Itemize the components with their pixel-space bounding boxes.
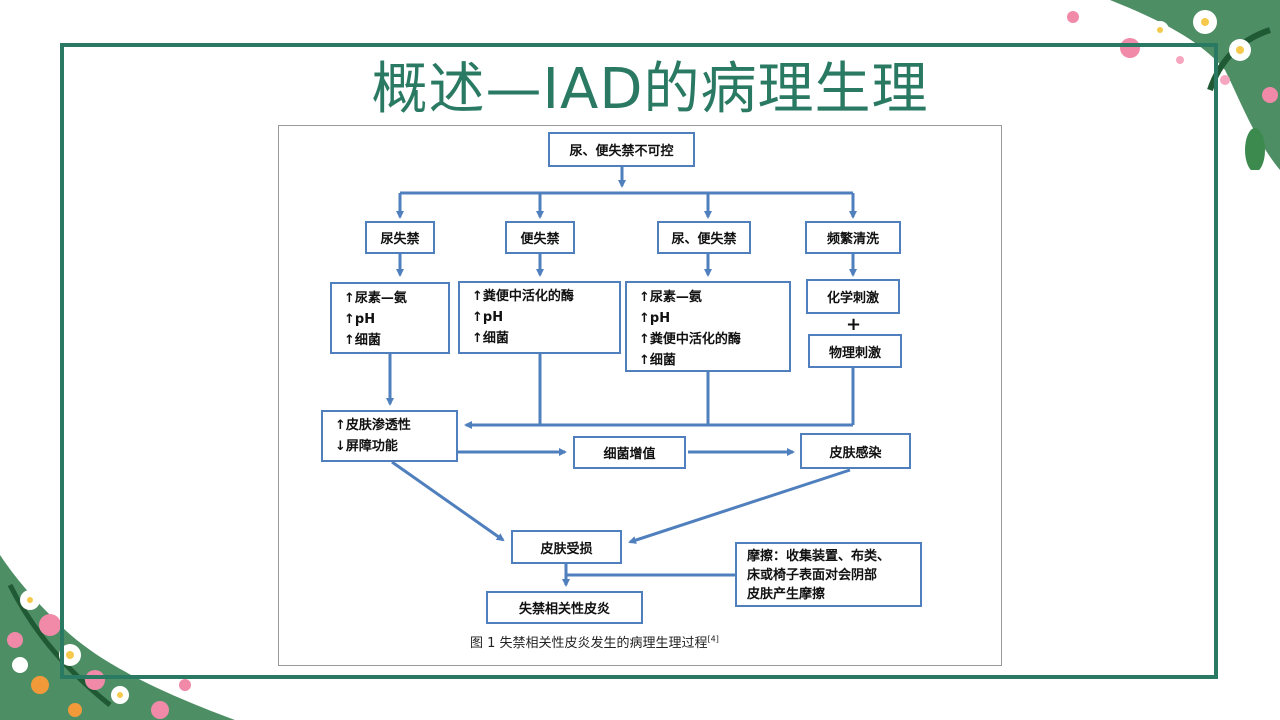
slide-title: 概述—IAD的病理生理: [371, 57, 929, 122]
iad-result-box: 失禁相关性皮炎: [486, 591, 643, 624]
figure-caption: 图 1 失禁相关性皮炎发生的病理生理过程[4]: [470, 632, 719, 651]
friction-line: 床或椅子表面对会阴部: [747, 568, 878, 583]
infection-label: 皮肤感染: [829, 445, 882, 461]
factor-item: ↑尿素—氨: [344, 291, 407, 306]
chemical-irritation-box: 化学刺激: [806, 279, 900, 314]
skin-infection-box: 皮肤感染: [800, 433, 911, 469]
skin-change-item: ↓屏障功能: [335, 439, 398, 454]
branch-box-both: 尿、便失禁: [657, 221, 751, 254]
bacteria-label: 细菌增值: [603, 447, 656, 462]
skin-damage-box: 皮肤受损: [511, 530, 622, 564]
branch-label: 尿失禁: [380, 232, 420, 247]
factor-item: ↑粪便中活化的酶: [639, 332, 741, 347]
friction-box: 摩擦：收集装置、布类、 床或椅子表面对会阴部 皮肤产生摩擦: [735, 542, 922, 607]
factor-item: ↑细菌: [639, 353, 676, 368]
physical-label: 物理刺激: [828, 345, 881, 361]
factor-item: ↑pH: [639, 311, 671, 326]
branch-label: 尿、便失禁: [671, 232, 737, 247]
root-label: 尿、便失禁不可控: [569, 144, 674, 159]
friction-line: 皮肤产生摩擦: [747, 587, 826, 602]
friction-line: 摩擦：收集装置、布类、: [747, 549, 891, 564]
branch-box-stool: 便失禁: [505, 221, 575, 254]
skin-change-item: ↑皮肤渗透性: [335, 418, 411, 433]
factor-item: ↑pH: [472, 310, 504, 325]
physical-irritation-box: 物理刺激: [808, 334, 902, 368]
slide-frame: [60, 43, 1218, 679]
factor-box-both: ↑尿素—氨 ↑pH ↑粪便中活化的酶 ↑细菌: [625, 281, 791, 372]
damage-label: 皮肤受损: [540, 541, 593, 557]
bacteria-growth-box: 细菌增值: [573, 436, 686, 469]
caption-text: 图 1 失禁相关性皮炎发生的病理生理过程: [470, 636, 708, 651]
plus-sign: +: [846, 314, 862, 335]
branch-box-washing: 频繁清洗: [805, 221, 901, 254]
factor-item: ↑粪便中活化的酶: [472, 289, 574, 304]
branch-label: 频繁清洗: [826, 232, 879, 247]
floral-decoration-bottom-left: [0, 555, 235, 720]
factor-box-urine: ↑尿素—氨 ↑pH ↑细菌: [330, 282, 450, 354]
factor-item: ↑细菌: [344, 333, 381, 348]
caption-reference: [4]: [707, 634, 719, 644]
factor-item: ↑细菌: [472, 331, 509, 346]
factor-item: ↑尿素—氨: [639, 290, 702, 305]
root-box: 尿、便失禁不可控: [548, 132, 695, 167]
skin-changes-box: ↑皮肤渗透性 ↓屏障功能: [321, 410, 458, 462]
branch-box-urine: 尿失禁: [365, 221, 435, 254]
result-label: 失禁相关性皮炎: [518, 602, 610, 617]
branch-label: 便失禁: [520, 232, 560, 247]
chemical-label: 化学刺激: [826, 291, 879, 306]
factor-box-stool: ↑粪便中活化的酶 ↑pH ↑细菌: [458, 281, 621, 354]
factor-item: ↑pH: [344, 312, 376, 327]
